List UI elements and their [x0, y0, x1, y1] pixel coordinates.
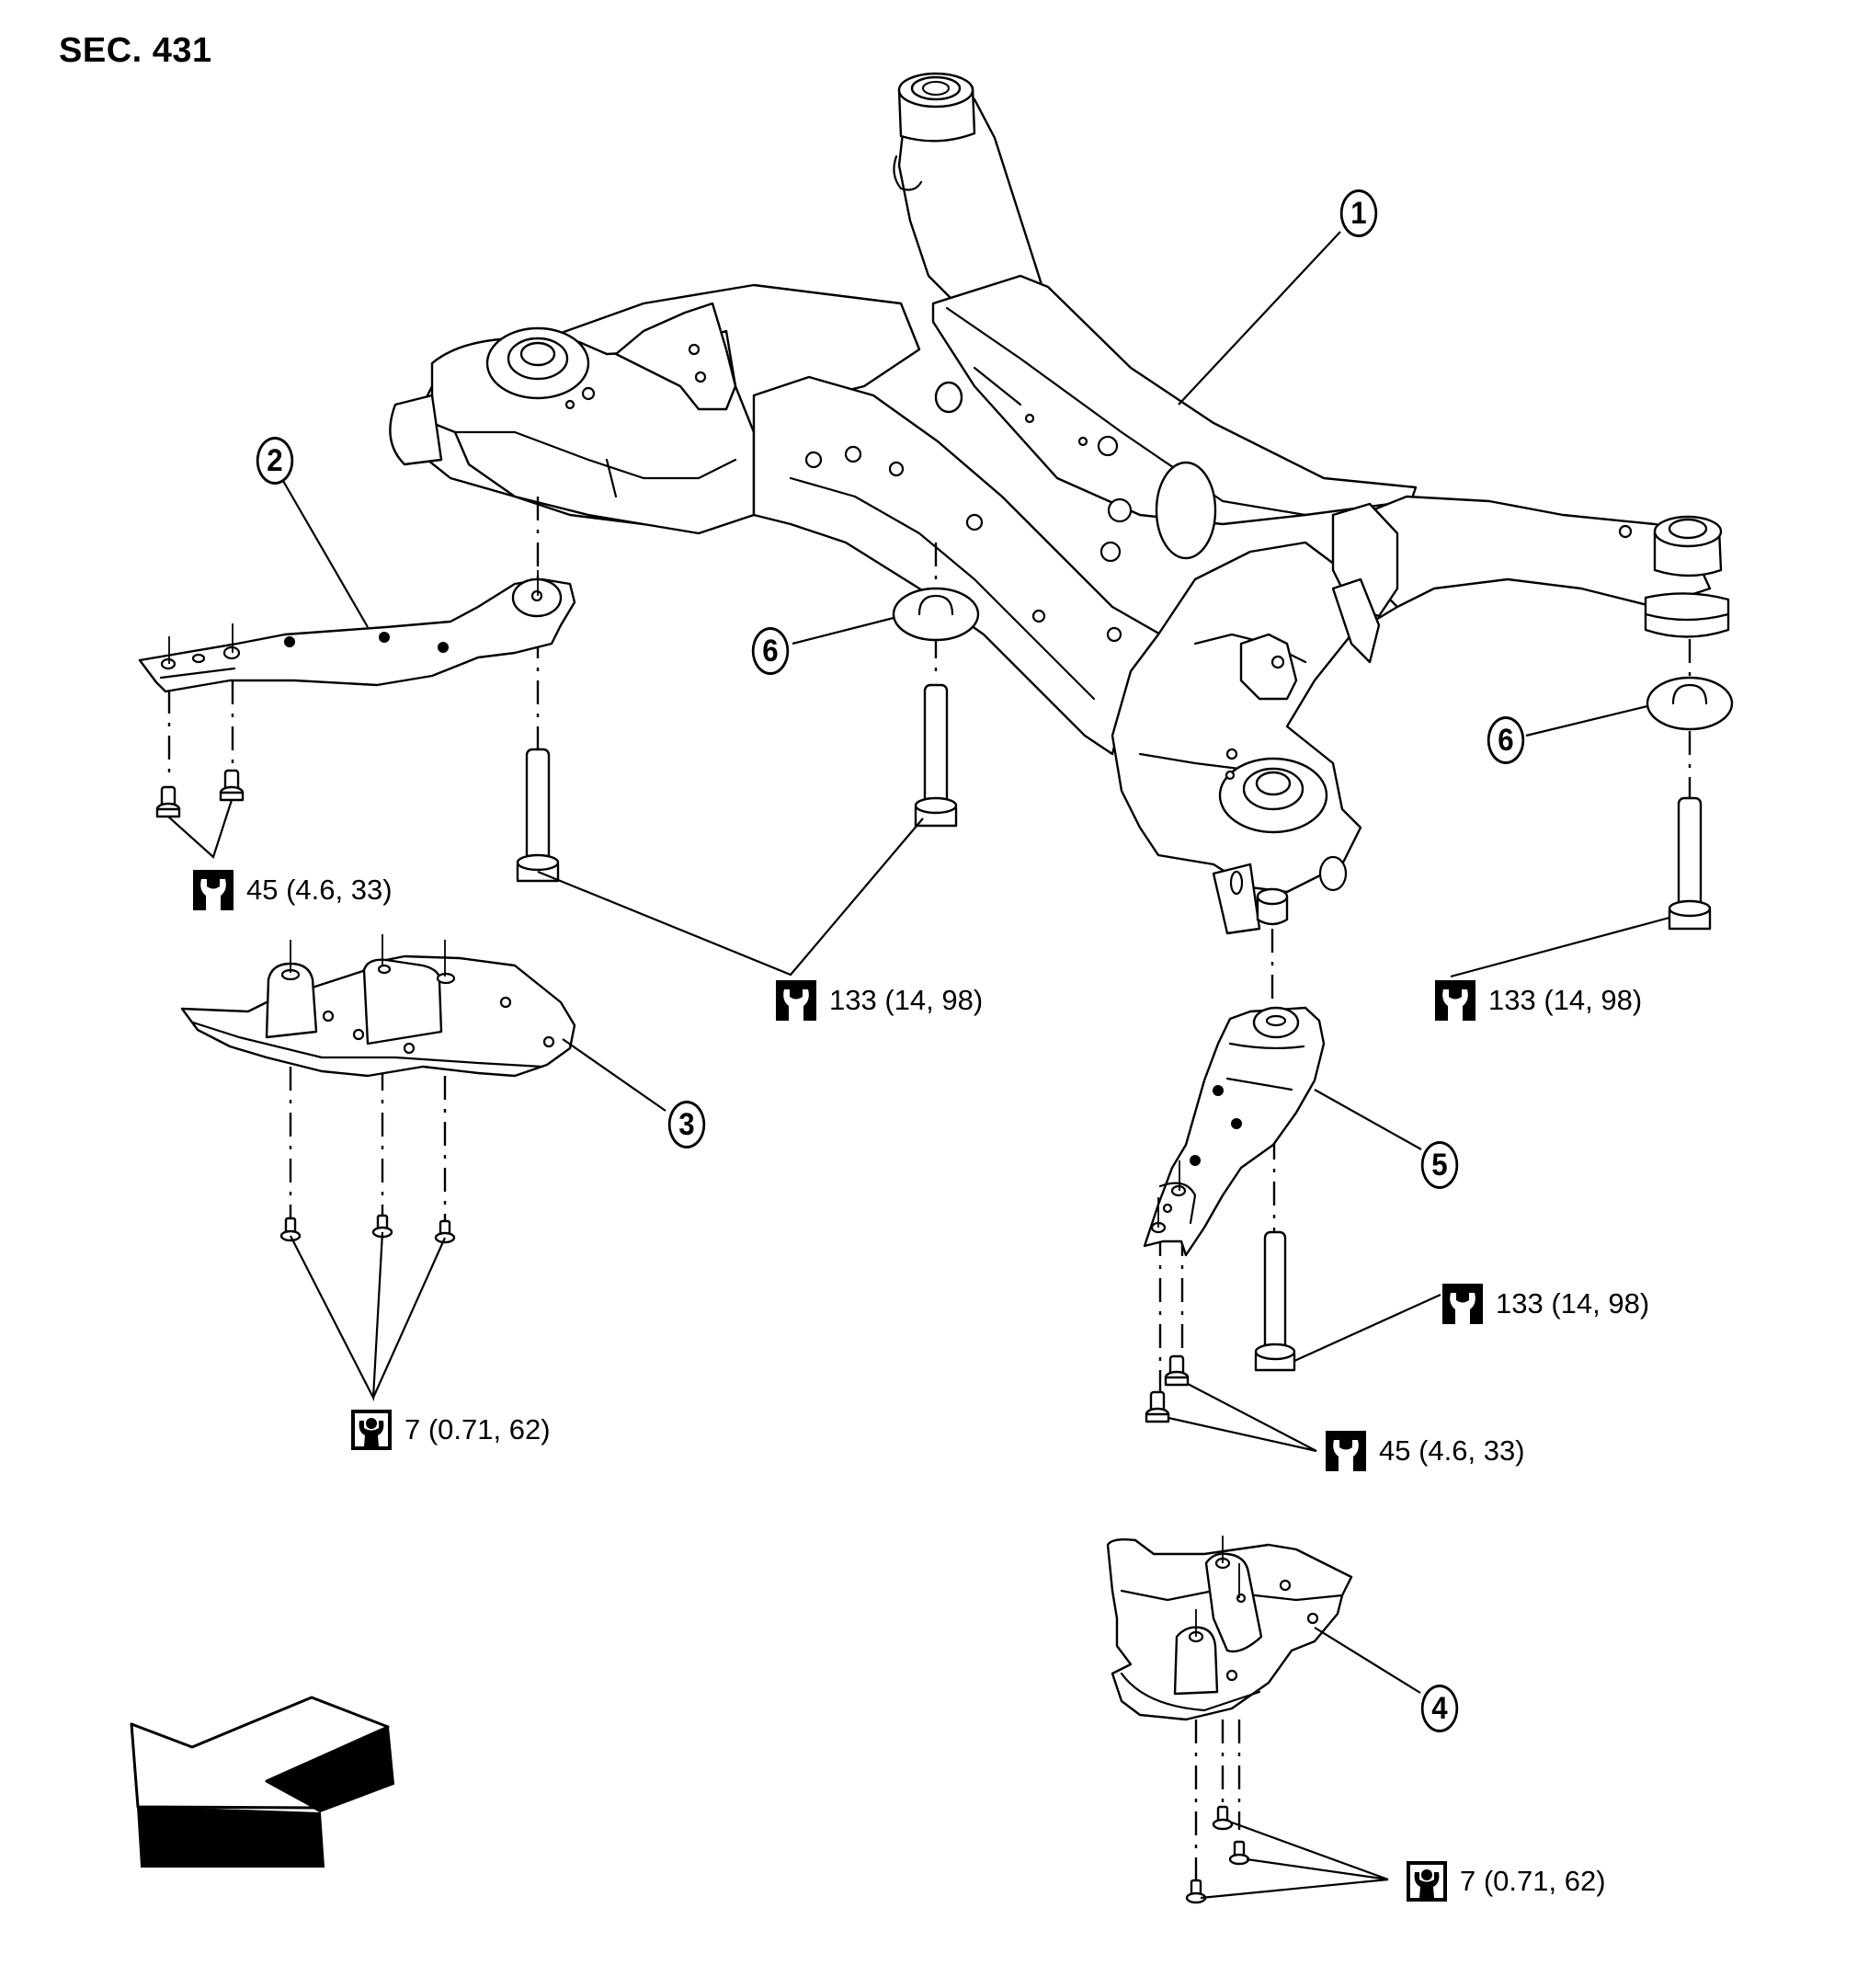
- torque-spec-45-right: 45 (4.6, 33): [1326, 1431, 1525, 1471]
- callout-5: 5: [1420, 1141, 1459, 1189]
- callout-2: 2: [256, 437, 294, 485]
- torque-wrench-icon: [776, 980, 816, 1021]
- torque-spec-133-center: 133 (14, 98): [776, 980, 983, 1021]
- short-bolt: [155, 785, 181, 818]
- member-stay-right: [1143, 1006, 1326, 1257]
- callout-6-center: 6: [751, 627, 790, 675]
- callout-4: 4: [1420, 1685, 1459, 1732]
- torque-value: 133 (14, 98): [1488, 984, 1643, 1016]
- callout-1: 1: [1339, 189, 1378, 237]
- clip-bolt: [1185, 1879, 1207, 1904]
- front-left-bushing: [485, 326, 596, 410]
- torque-spec-7-right: 7 (0.71, 62): [1407, 1861, 1606, 1902]
- torque-spec-7-left: 7 (0.71, 62): [351, 1410, 551, 1450]
- suspension-member: [389, 72, 1730, 935]
- front-direction-arrow-icon: [130, 1696, 395, 1868]
- long-bolt: [516, 748, 560, 883]
- leader-lines: [167, 231, 1670, 1900]
- long-bolt: [1668, 796, 1712, 931]
- torque-value: 45 (4.6, 33): [1379, 1434, 1525, 1467]
- torque-value: 7 (0.71, 62): [1460, 1865, 1606, 1897]
- clip-bolt: [1228, 1840, 1250, 1866]
- locating-stud: [1256, 887, 1289, 926]
- short-bolt: [1164, 1354, 1190, 1387]
- torque-value: 7 (0.71, 62): [404, 1413, 551, 1445]
- torque-spec-45-left: 45 (4.6, 33): [193, 870, 393, 910]
- member-stay-left: [138, 570, 576, 693]
- torque-wrench-icon: [1326, 1431, 1366, 1471]
- callout-6-right: 6: [1487, 716, 1525, 764]
- torque-wrench-icon-boxed: [1407, 1861, 1447, 1902]
- torque-wrench-icon: [1435, 980, 1475, 1021]
- long-bolt: [1254, 1230, 1296, 1372]
- washer-right: [1646, 676, 1734, 731]
- torque-value: 45 (4.6, 33): [246, 874, 393, 906]
- clip-bolt: [1212, 1805, 1234, 1831]
- torque-value: 133 (14, 98): [1496, 1287, 1650, 1320]
- long-bolt: [914, 683, 958, 828]
- torque-value: 133 (14, 98): [829, 984, 984, 1016]
- section-label: SEC. 431: [59, 31, 212, 70]
- top-bushing: [893, 72, 976, 191]
- torque-spec-133-lower: 133 (14, 98): [1442, 1284, 1649, 1324]
- front-right-bushing: [1218, 748, 1328, 834]
- torque-wrench-icon: [1442, 1284, 1483, 1324]
- short-bolt: [1145, 1390, 1170, 1423]
- member-cover-right: [1106, 1536, 1353, 1721]
- rear-right-bushing: [1644, 515, 1730, 638]
- torque-spec-133-right: 133 (14, 98): [1435, 980, 1642, 1021]
- clip-bolt: [434, 1219, 456, 1244]
- short-bolt: [219, 769, 245, 802]
- torque-wrench-icon: [193, 870, 234, 910]
- member-cover-left: [180, 934, 576, 1078]
- callout-3: 3: [667, 1101, 706, 1148]
- washer-center: [892, 587, 980, 642]
- torque-wrench-icon-boxed: [351, 1410, 392, 1450]
